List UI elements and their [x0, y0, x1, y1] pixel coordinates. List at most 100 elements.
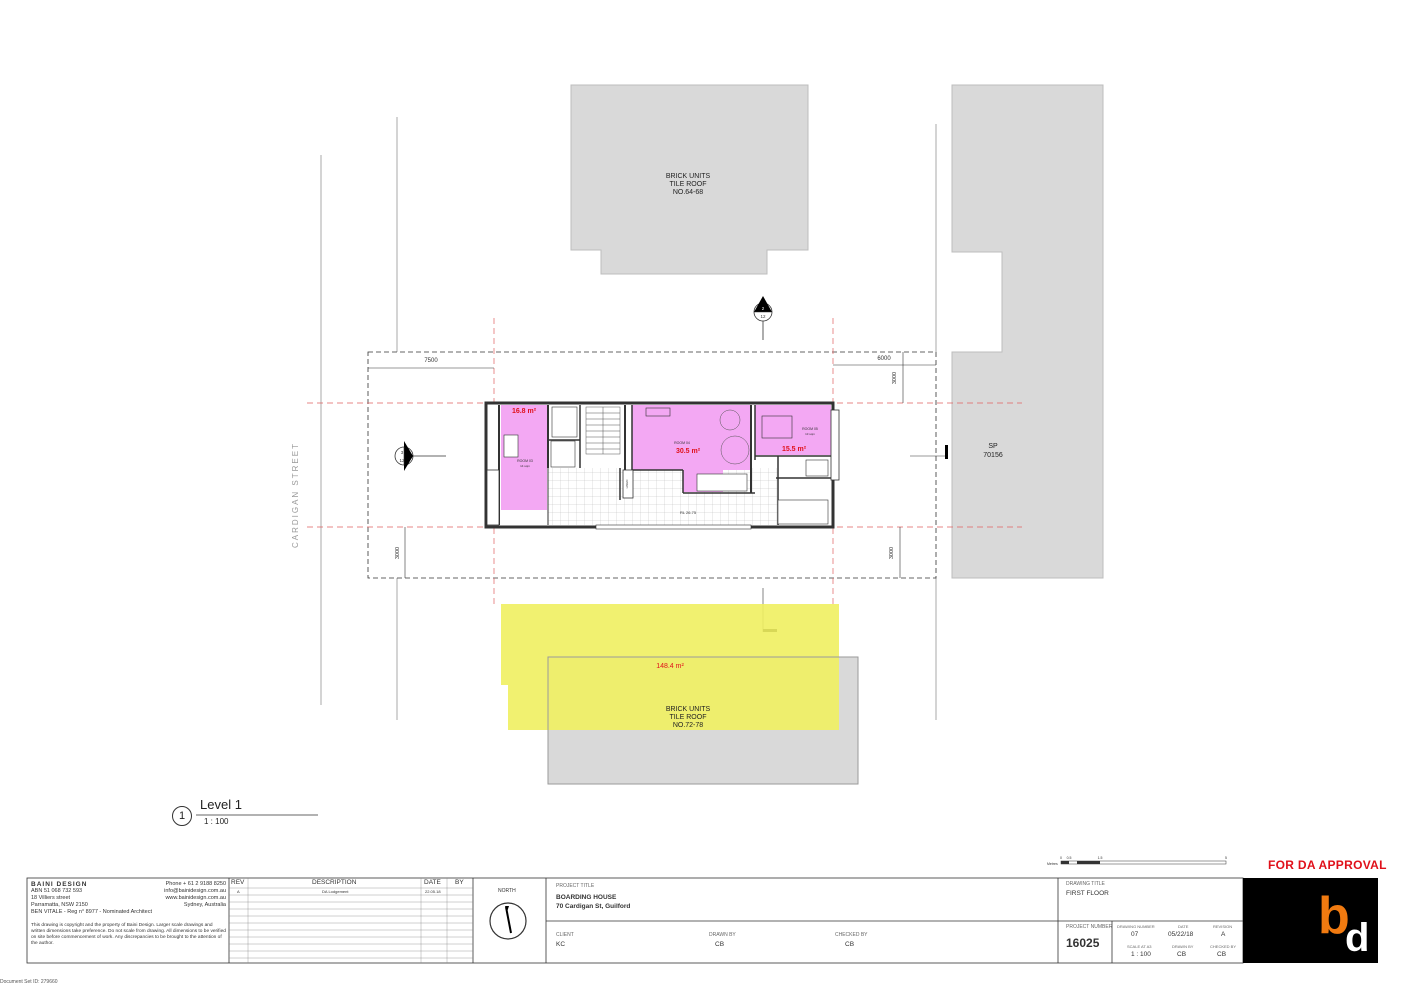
- logo-d: d: [1345, 916, 1370, 960]
- linen-label: LINEN: [625, 480, 629, 489]
- project-number: 16025: [1066, 936, 1100, 950]
- firm-address1: 18 Villiers street: [31, 895, 71, 901]
- firm-contact: Phone + 61 2 9188 8250 info@bainidesign.…: [140, 881, 226, 909]
- scale-tick: 0: [1060, 856, 1062, 860]
- firm-web: www.bainidesign.com.au: [165, 895, 226, 901]
- east-neighbour-building: [951, 84, 1104, 579]
- east-neighbour-line2: 70156: [983, 452, 1003, 459]
- dim-side-top-right: 3000: [892, 372, 898, 384]
- rev-row-date: 22.05.18: [425, 889, 441, 894]
- tb-drawn-value: CB: [1177, 951, 1187, 958]
- tb-checked-value: CB: [1217, 951, 1227, 958]
- rev-row-desc: DA Lodgement: [322, 889, 349, 894]
- firm-block: BAINI DESIGN ABN 51 068 732 593 18 Villi…: [31, 881, 227, 947]
- firm-phone: Phone + 61 2 9188 8250: [165, 881, 226, 887]
- dim-rear-setback: 6000: [877, 356, 891, 362]
- north-neighbour-line1: BRICK UNITS: [666, 173, 711, 180]
- checked-by-value: CB: [845, 941, 855, 948]
- south-neighbour-outline: [547, 656, 859, 730]
- project-number-label: PROJECT NUMBER: [1066, 924, 1113, 930]
- site-boundary: [367, 351, 937, 579]
- section-left-num: 3: [401, 450, 404, 455]
- document-set-id: Document Set ID: 279660: [0, 979, 58, 985]
- first-floor-plan: LINEN RL 26.75 16.8 m² ROOM 03 14 sqm RO…: [484, 401, 840, 530]
- firm-logo: b d: [1243, 878, 1378, 963]
- view-scale: 1 : 100: [204, 817, 229, 826]
- checked-by-label: CHECKED BY: [835, 932, 868, 938]
- section-marker-left[interactable]: 3 12: [394, 441, 446, 471]
- dim-side-bottom-left: 3000: [395, 547, 401, 559]
- firm-architect: BEN VITALE - Reg n° 8977 - Nominated Arc…: [31, 909, 153, 915]
- scale-bar: Metres 0 0.5 1.5 5: [1047, 856, 1227, 866]
- firm-email: info@bainidesign.com.au: [164, 888, 226, 894]
- tb-drawn-label: DRAWN BY: [1172, 944, 1194, 949]
- room-04-name: ROOM 04: [674, 441, 690, 445]
- room-03-area: 16.8 m²: [512, 408, 537, 415]
- view-title: Level 1: [200, 797, 242, 812]
- firm-city: Sydney, Australia: [183, 902, 226, 908]
- firm-name: BAINI DESIGN: [31, 881, 88, 888]
- date-label: DATE: [1178, 924, 1189, 929]
- north-neighbour-line3: NO.64-68: [673, 189, 703, 196]
- drawn-by-label: DRAWN BY: [709, 932, 736, 938]
- tb-checked-label: CHECKED BY: [1210, 944, 1237, 949]
- room-03-fill: [501, 405, 547, 510]
- drawn-by-value: CB: [715, 941, 725, 948]
- rev-row-rev: A: [237, 889, 240, 894]
- room-05-name: ROOM 05: [802, 427, 818, 431]
- room-04-area: 30.5 m²: [676, 448, 701, 455]
- south-neighbour-line1: BRICK UNITS: [666, 706, 711, 713]
- view-number: 1: [172, 806, 192, 826]
- drawing-title-label: DRAWING TITLE: [1066, 881, 1105, 887]
- date-header: DATE: [424, 879, 441, 886]
- yellow-area-overlay: [501, 604, 839, 730]
- revision-value: A: [1221, 931, 1226, 938]
- north-neighbour-building: [570, 84, 809, 275]
- scale-tick: 0.5: [1067, 856, 1072, 860]
- by-header: BY: [455, 879, 464, 886]
- firm-address2: Parramatta, NSW 2150: [31, 902, 88, 908]
- north-neighbour-line2: TILE ROOF: [670, 181, 707, 188]
- revision-label: REVISION: [1213, 924, 1233, 929]
- section-cut-mark: [945, 445, 948, 459]
- scale-bar-unit: Metres: [1047, 862, 1058, 866]
- drawing-title: FIRST FLOOR: [1066, 890, 1109, 897]
- section-top-sheet: 12: [760, 314, 766, 319]
- scale-tick: 5: [1225, 856, 1227, 860]
- project-address: 70 Cardigan St, Guilford: [556, 903, 631, 910]
- dim-front-setback: 7500: [424, 358, 438, 364]
- firm-copyright: This drawing is copyright and the proper…: [31, 923, 226, 946]
- street-label: CARDIGAN STREET: [291, 442, 300, 548]
- room-03-sub: 14 sqm: [520, 464, 530, 468]
- firm-abn: ABN 51 068 732 593: [31, 888, 83, 894]
- desc-header: DESCRIPTION: [312, 879, 357, 886]
- scale-label: SCALE AT A3: [1127, 944, 1152, 949]
- north-label: NORTH: [498, 888, 516, 894]
- rev-header: REV: [231, 879, 245, 886]
- approval-stamp: FOR DA APPROVAL: [1268, 858, 1387, 872]
- drawing-number: 07: [1131, 931, 1139, 938]
- scale-value: 1 : 100: [1131, 951, 1151, 958]
- project-name: BOARDING HOUSE: [556, 894, 617, 901]
- room-03-name: ROOM 03: [517, 459, 533, 463]
- section-marker-top[interactable]: 2 12: [753, 296, 773, 340]
- date-value: 05/22/18: [1168, 931, 1194, 938]
- east-neighbour-line1: SP: [988, 443, 998, 450]
- drawing-number-label: DRAWING NUMBER: [1117, 924, 1155, 929]
- dim-side-bottom-right: 3000: [889, 547, 895, 559]
- scale-tick: 1.5: [1098, 856, 1103, 860]
- client-value: KC: [556, 941, 566, 948]
- section-top-num: 2: [762, 306, 765, 311]
- rl-label: RL 26.75: [680, 510, 697, 515]
- north-arrow-icon: [489, 902, 527, 940]
- yellow-area-label: 148.4 m²: [656, 663, 684, 670]
- south-neighbour-line3: NO.72-78: [673, 722, 703, 729]
- section-left-sheet: 12: [399, 458, 405, 463]
- revision-grid: [229, 878, 473, 963]
- project-title-label: PROJECT TITLE: [556, 883, 595, 889]
- logo-b: b: [1318, 887, 1350, 945]
- client-label: CLIENT: [556, 932, 574, 938]
- south-neighbour-line2: TILE ROOF: [670, 714, 707, 721]
- room-05-sub: 13 sqm: [805, 432, 815, 436]
